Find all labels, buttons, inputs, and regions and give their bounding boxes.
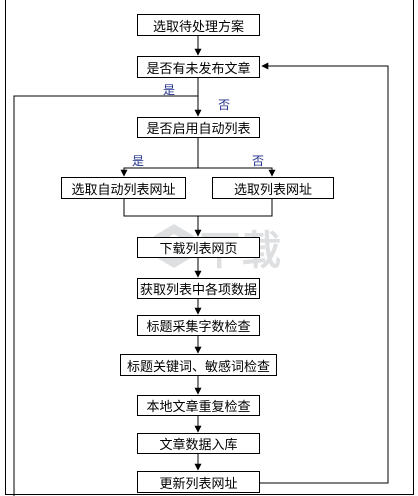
loop-back-line [260, 62, 389, 484]
label-no-auto: 否 [252, 154, 265, 168]
page-frame [5, 0, 414, 495]
line-yes-exit [13, 95, 198, 496]
node-title-keyword-check: 标题关键词、敏感词检查 [120, 354, 277, 376]
node-select-plan: 选取待处理方案 [137, 14, 260, 36]
node-local-duplicate-check: 本地文章重复检查 [137, 395, 260, 416]
merge-list [198, 199, 273, 217]
node-select-auto-list-url: 选取自动列表网址 [61, 177, 186, 199]
node-select-list-url: 选取列表网址 [212, 177, 334, 199]
branch-to-list-url [198, 167, 276, 177]
node-save-to-db: 文章数据入库 [137, 433, 260, 454]
node-has-unpublished: 是否有未发布文章 [137, 56, 260, 78]
node-download-list-page: 下载列表网页 [137, 237, 260, 258]
node-update-list-url: 更新列表网址 [137, 471, 260, 493]
label-yes-unpublished: 是 [163, 83, 176, 97]
node-title-wordcount-check: 标题采集字数检查 [137, 315, 260, 336]
merge-auto [123, 199, 198, 217]
label-no-unpublished: 否 [218, 98, 231, 112]
label-yes-auto: 是 [132, 154, 145, 168]
node-auto-list-enabled: 是否启用自动列表 [137, 117, 260, 138]
branch-to-auto-url [120, 138, 199, 177]
node-get-list-items: 获取列表中各项数据 [137, 278, 260, 299]
